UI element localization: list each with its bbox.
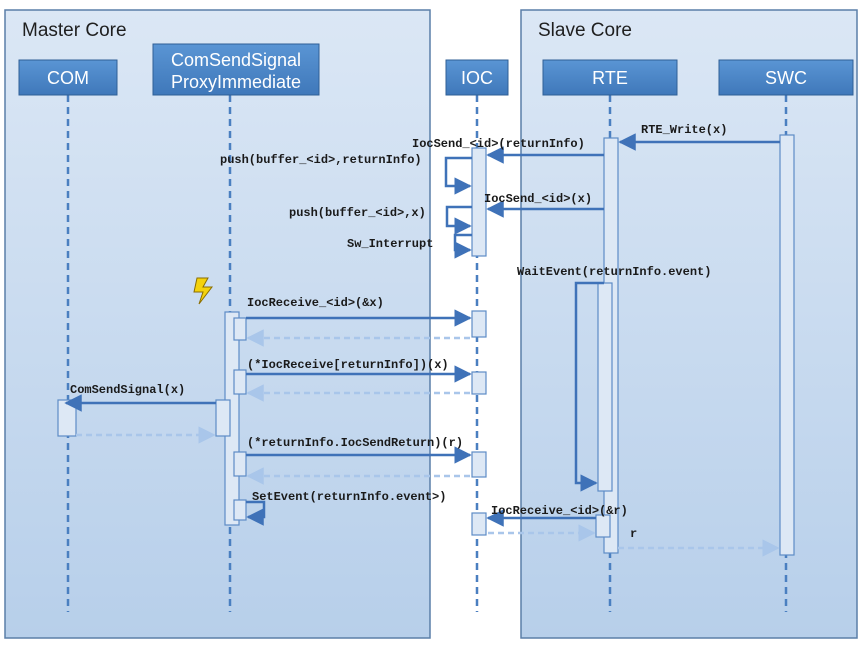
arrow-wait-event bbox=[574, 281, 604, 492]
master-core-region: Master Core bbox=[4, 9, 431, 639]
lane-rte-header[interactable]: RTE bbox=[542, 59, 678, 96]
ioc-activation-send bbox=[471, 147, 487, 257]
proxy-activation-1 bbox=[233, 317, 247, 341]
ioc-activation-2 bbox=[471, 371, 487, 395]
proxy-activation-3 bbox=[215, 399, 231, 437]
proxy-activation-5 bbox=[233, 499, 247, 521]
return-arrows bbox=[76, 329, 780, 557]
label-com-send-signal: ComSendSignal(x) bbox=[70, 383, 185, 397]
lane-ioc-header[interactable]: IOC bbox=[445, 59, 509, 96]
message-arrows bbox=[64, 133, 780, 527]
master-core-title: Master Core bbox=[22, 20, 127, 41]
swc-activation bbox=[779, 134, 795, 556]
label-ioc-send-x: IocSend_<id>(x) bbox=[484, 192, 592, 206]
label-return-r: r bbox=[630, 527, 637, 541]
com-label: COM bbox=[47, 68, 89, 88]
label-push-return-info: push(buffer_<id>,returnInfo) bbox=[220, 153, 422, 167]
arrow-push-x bbox=[445, 205, 472, 235]
proxy-activation-2 bbox=[233, 369, 247, 395]
rte-activation-wait bbox=[597, 282, 613, 492]
lane-proxy-header[interactable]: ComSendSignal ProxyImmediate bbox=[152, 43, 320, 96]
label-sw-interrupt: Sw_Interrupt bbox=[347, 237, 433, 251]
slave-core-title: Slave Core bbox=[538, 20, 632, 41]
proxy-label-line1: ComSendSignal bbox=[171, 50, 301, 70]
label-ioc-receive-r: IocReceive_<id>(&r) bbox=[491, 504, 628, 518]
label-ioc-send-return-info: IocSend_<id>(returnInfo) bbox=[412, 137, 585, 151]
ioc-label: IOC bbox=[461, 68, 493, 88]
slave-core-region: Slave Core bbox=[520, 9, 858, 639]
com-activation bbox=[57, 399, 77, 437]
lane-com-header[interactable]: COM bbox=[18, 59, 118, 96]
proxy-activation-4 bbox=[233, 451, 247, 477]
label-push-x: push(buffer_<id>,x) bbox=[289, 206, 426, 220]
lane-swc-header[interactable]: SWC bbox=[718, 59, 854, 96]
ioc-activation-3 bbox=[471, 451, 487, 478]
swc-label: SWC bbox=[765, 68, 807, 88]
label-wait-event: WaitEvent(returnInfo.event) bbox=[517, 265, 711, 279]
arrow-push-return-info bbox=[444, 156, 472, 195]
ioc-activation-4 bbox=[471, 512, 487, 536]
label-ioc-send-return: (*returnInfo.IocSendReturn)(r) bbox=[247, 436, 463, 450]
lightning-bolt-icon bbox=[193, 277, 214, 305]
ioc-activation-1 bbox=[471, 310, 487, 338]
label-rte-write: RTE_Write(x) bbox=[641, 123, 727, 137]
arrow-sw-interrupt bbox=[453, 233, 472, 259]
proxy-label-line2: ProxyImmediate bbox=[171, 72, 301, 92]
activation-bars bbox=[57, 134, 795, 556]
label-ioc-receive-x: IocReceive_<id>(&x) bbox=[247, 296, 384, 310]
rte-activation-final bbox=[595, 514, 611, 538]
message-labels: RTE_Write(x) IocSend_<id>(returnInfo) pu… bbox=[70, 123, 727, 541]
label-set-event: SetEvent(returnInfo.event>) bbox=[252, 490, 446, 504]
arrow-set-event bbox=[246, 500, 266, 526]
rte-label: RTE bbox=[592, 68, 628, 88]
label-ioc-receive-fp: (*IocReceive[returnInfo])(x) bbox=[247, 358, 449, 372]
